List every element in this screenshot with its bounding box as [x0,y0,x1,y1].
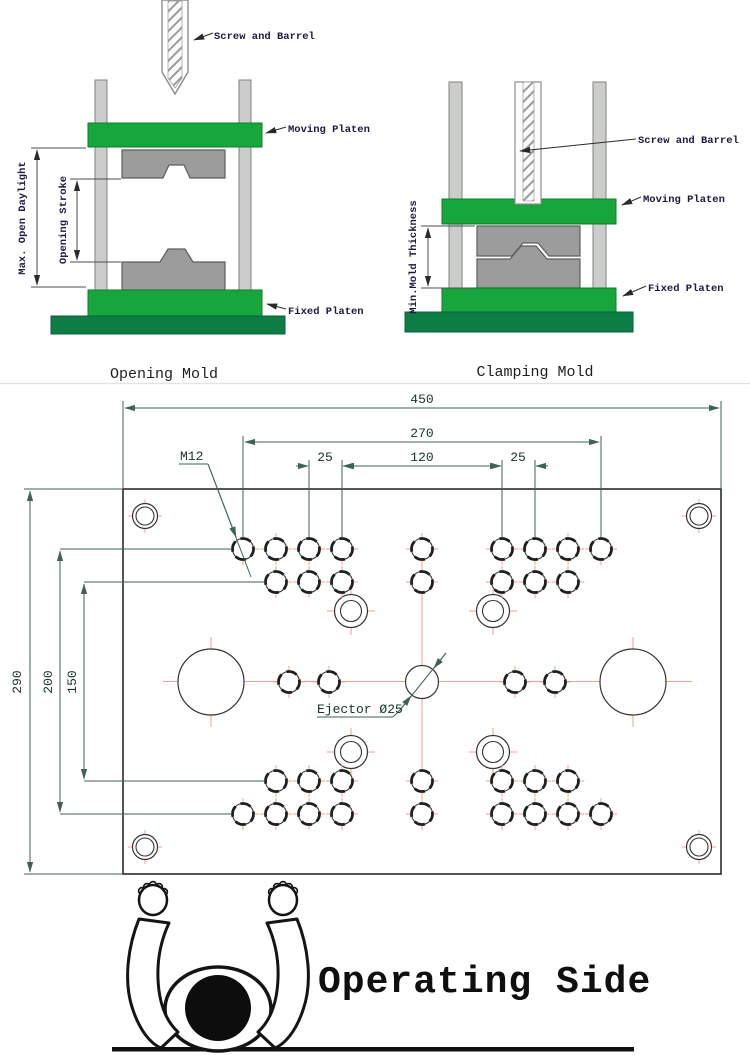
screw-hatch [167,0,183,89]
callout-thread-m12: M12 [180,449,203,464]
operator-right-hand [267,880,299,917]
dim-label-200: 200 [41,670,56,693]
caption-opening-mold: Opening Mold [110,366,218,383]
bolt-hole-grid-row2 [258,564,586,600]
platen-drawing: Ejector Ø25 450 270 25 120 25 290 200 [10,392,722,875]
dim-label-290: 290 [10,670,25,693]
caption-clamping-mold: Clamping Mold [476,364,593,381]
dim-label-120: 120 [410,450,433,465]
lower-mold-half [121,248,226,291]
machine-base [404,311,634,333]
moving-platen-shape [87,122,263,148]
upper-mold-half [476,225,581,257]
dim-label-min-mold-thickness: Min.Mold Thickness [408,200,420,313]
dim-label-450: 450 [410,392,433,407]
operator-left-hand [137,880,169,917]
tie-bar-right [238,79,252,293]
platen-edge-bar [112,1047,634,1052]
leader-arrow-fixed-platen [622,285,647,297]
tie-bar-hole-left [177,648,245,716]
operator-head [185,975,251,1041]
leader-arrow-screw [519,138,637,154]
label-fixed-platen: Fixed Platen [288,306,364,318]
screw-hatch [522,81,535,202]
machine-base [50,315,286,335]
dim-label-270: 270 [410,426,433,441]
label-moving-platen: Moving Platen [288,124,370,136]
fixed-platen-shape [441,287,617,313]
clamping-mold-diagram: Min.Mold Thickness Screw and Barrel Movi… [404,81,739,381]
leader-arrow-moving-platen [265,126,287,134]
operating-side-label: Operating Side [318,961,651,1004]
tie-bar-left [94,79,108,293]
label-fixed-platen: Fixed Platen [648,283,724,295]
operator-right-arm [256,880,310,1050]
m12-leader-arrow [207,463,237,538]
tie-bar-left [448,81,463,301]
label-screw-and-barrel: Screw and Barrel [638,135,739,147]
leader-arrow-fixed-platen [266,303,287,310]
leader-arrow-screw [193,32,214,41]
tie-bar-hole-right [599,648,667,716]
fixed-platen-shape [87,289,263,317]
ejector-arrow-upper [433,652,447,669]
dim-label-25-right: 25 [510,450,526,465]
dim-label-25-left: 25 [317,450,333,465]
label-moving-platen: Moving Platen [643,194,725,206]
callout-ejector: Ejector Ø25 [317,702,403,717]
operating-side-figure: Operating Side [112,880,651,1053]
dim-label-opening-stroke: Opening Stroke [58,176,70,264]
bolt-hole-grid-row3 [258,763,586,799]
ejector-arrow-lower [399,695,412,711]
tie-bar-right [592,81,607,301]
operator-left-arm [126,880,180,1050]
upper-mold-half [121,149,226,179]
ejector-leader [392,709,401,718]
dim-label-max-open-daylight: Max. Open Daylight [17,161,29,274]
dim-label-150: 150 [65,670,80,693]
opening-mold-diagram: Max. Open Daylight Opening Stroke Screw … [17,0,370,383]
leader-arrow-moving-platen [621,196,642,206]
label-screw-and-barrel: Screw and Barrel [214,31,315,43]
